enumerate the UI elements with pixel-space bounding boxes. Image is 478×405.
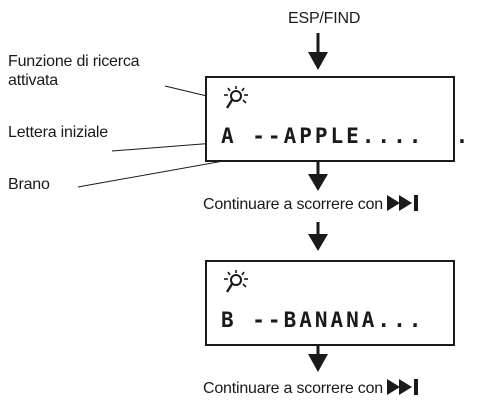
- esp-find-label: ESP/FIND: [288, 10, 361, 27]
- continue-text: Continuare a scorrere con: [203, 196, 383, 213]
- search-sun-icon: [219, 268, 253, 298]
- initial-letter-label: Lettera iniziale: [8, 124, 108, 141]
- arrow-down-icon: [308, 33, 328, 70]
- leader-line-initial: [111, 142, 216, 152]
- continue-instruction-2: Continuare a scorrere con: [203, 378, 425, 401]
- display-text-1: A --APPLE.... .: [221, 124, 472, 148]
- arrow-down-icon: [308, 346, 328, 372]
- arrow-down-icon: [308, 162, 328, 191]
- search-sun-icon: [219, 84, 253, 114]
- display-text-2: B --BANANA...: [221, 308, 425, 332]
- track-label: Brano: [8, 176, 50, 193]
- continue-instruction-1: Continuare a scorrere con: [203, 194, 425, 217]
- display-panel-2: B --BANANA...: [205, 260, 455, 346]
- display-panel-1: A --APPLE.... .: [205, 76, 468, 162]
- search-active-label: Funzione di ricerca attivata: [8, 53, 140, 89]
- skip-next-icon: [387, 194, 425, 217]
- skip-next-icon: [387, 378, 425, 401]
- arrow-down-icon: [308, 222, 328, 251]
- continue-text: Continuare a scorrere con: [203, 380, 383, 397]
